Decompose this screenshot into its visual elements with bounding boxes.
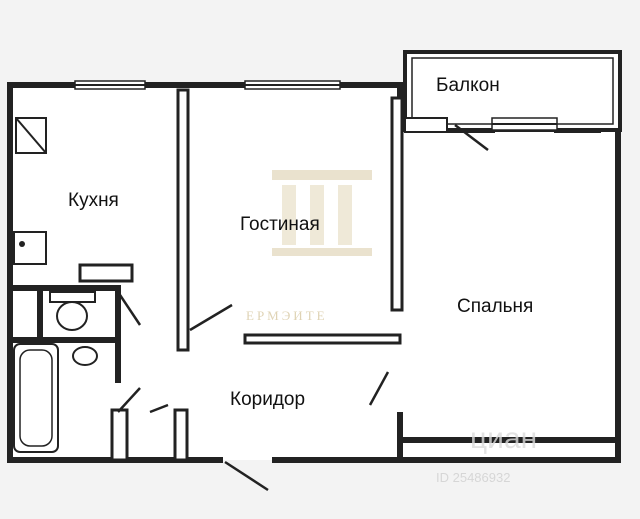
inner-walls	[9, 88, 621, 462]
doors	[117, 124, 489, 492]
label-bedroom: Спальня	[457, 296, 533, 317]
label-balcony: Балкон	[436, 75, 500, 96]
agency-logo	[272, 170, 372, 256]
listing-id-watermark: ID 25486932	[436, 470, 510, 485]
kitchen-sink	[13, 231, 47, 265]
agency-watermark: ЕРМЭИТЕ	[246, 308, 328, 323]
balcony	[403, 50, 622, 133]
toilet-bowl	[56, 301, 88, 331]
toilet-tank	[49, 291, 96, 303]
label-kitchen: Кухня	[68, 190, 119, 211]
label-corridor: Коридор	[230, 389, 305, 410]
washbasin	[72, 346, 98, 366]
watermarks: ЕРМЭИТЕ циан ID 25486932	[246, 170, 537, 485]
fixtures	[13, 117, 98, 453]
label-living: Гостиная	[240, 214, 320, 235]
portal-watermark: циан	[470, 422, 537, 455]
windows	[74, 80, 558, 131]
